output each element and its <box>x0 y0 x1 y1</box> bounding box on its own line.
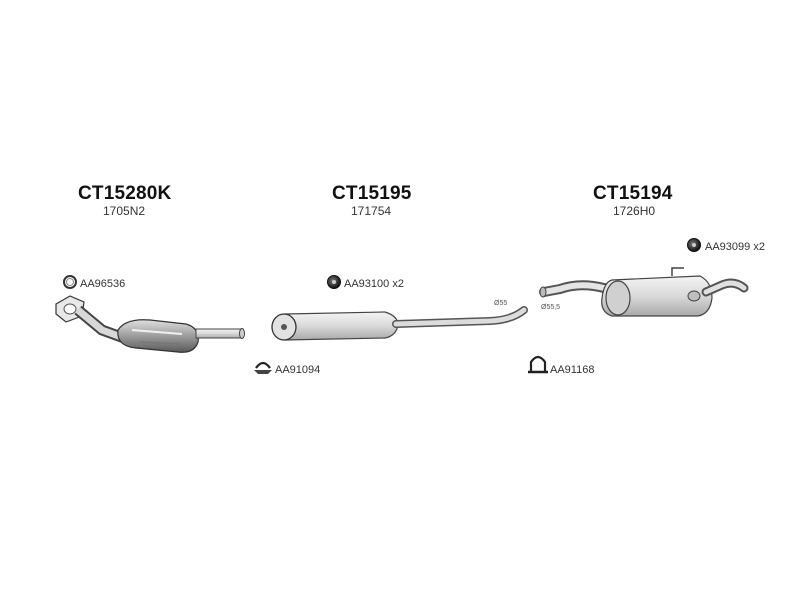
pipe-clamp-icon <box>528 355 548 374</box>
accessory-label-mount-rear: AA93099 x2 <box>705 241 765 253</box>
part-code-middle-silencer: CT15195 <box>332 183 412 204</box>
middle-silencer-part <box>271 306 528 341</box>
rear-silencer-part <box>539 267 749 317</box>
accessory-label-clamp-rear: AA91168 <box>550 364 595 376</box>
ring-gasket-icon <box>63 275 77 289</box>
oe-number-middle-silencer: 171754 <box>351 204 392 218</box>
pipe-diameter-label: Ø55 <box>494 300 508 307</box>
rubber-mount-icon <box>687 238 701 252</box>
accessory-label-gasket: AA96536 <box>80 278 126 290</box>
accessory-label-mount-middle: AA93100 x2 <box>344 278 404 290</box>
oe-number-rear-silencer: 1726H0 <box>613 204 656 218</box>
catalytic-converter-part <box>55 295 245 353</box>
rubber-mount-icon <box>327 275 341 289</box>
part-code-catalytic-converter: CT15280K <box>78 183 172 204</box>
pipe-diameter-label: Ø55,5 <box>541 304 561 311</box>
accessory-label-clamp-front: AA91094 <box>275 364 321 376</box>
part-code-rear-silencer: CT15194 <box>593 183 673 204</box>
pipe-clamp-icon <box>254 361 272 374</box>
oe-number-catalytic-converter: 1705N2 <box>103 204 146 218</box>
